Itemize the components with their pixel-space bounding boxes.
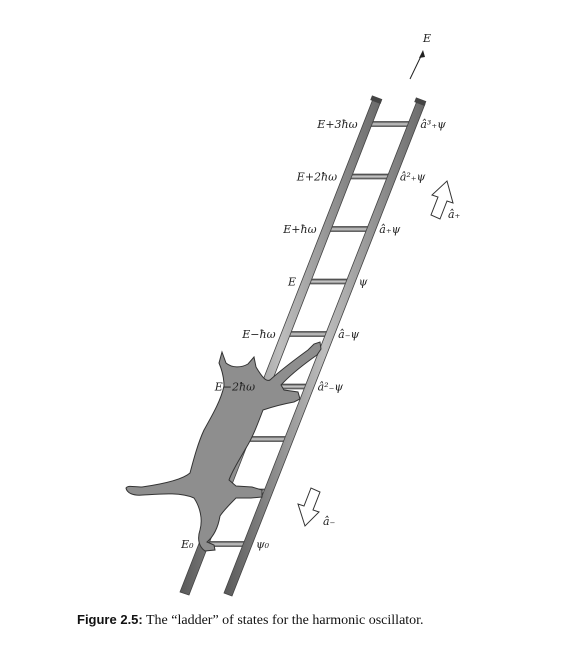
- right-rail-top-cap: [414, 97, 427, 106]
- energy-level-label: E+ħω: [282, 223, 316, 236]
- state-label: ψ: [359, 276, 368, 289]
- state-label: â³₊ψ: [420, 118, 446, 131]
- energy-axis-arrowhead: [419, 50, 425, 58]
- energy-level-label: E−2ħω: [214, 381, 255, 394]
- energy-level-label: E+3ħω: [316, 118, 357, 131]
- ladder-rung: [307, 278, 350, 285]
- raising-arrow-icon: [430, 180, 454, 220]
- state-label: â²₋ψ: [318, 381, 344, 394]
- raising-operator-label: â₊: [448, 208, 461, 221]
- lowering-arrow-icon: [297, 487, 321, 527]
- energy-axis: E: [409, 32, 431, 80]
- state-label: ψ₀: [256, 538, 270, 551]
- ladder-rung: [369, 121, 411, 127]
- energy-level-label: E: [287, 276, 296, 289]
- state-label: â₊ψ: [379, 223, 400, 236]
- energy-level-label: E₀: [180, 538, 194, 551]
- ladder-rung: [348, 173, 391, 180]
- ladder-rung: [287, 331, 329, 337]
- state-label: â²₊ψ: [400, 171, 426, 184]
- energy-level-label: E+2ħω: [296, 171, 337, 184]
- energy-axis-label: E: [422, 32, 431, 45]
- ladder-rung: [328, 226, 370, 232]
- figure-number: Figure 2.5:: [77, 612, 143, 627]
- ladder-rung: [246, 436, 288, 442]
- lowering-operator-label: â₋: [323, 515, 336, 528]
- ladder-rungs: [205, 121, 411, 547]
- energy-level-label: E−ħω: [241, 328, 275, 341]
- left-rail-top-cap: [370, 95, 383, 104]
- figure-caption: Figure 2.5: The “ladder” of states for t…: [77, 612, 557, 629]
- raising-operator-group: â₊: [430, 180, 461, 221]
- caption-text: The “ladder” of states for the harmonic …: [146, 613, 424, 628]
- energy-axis-arrow: [409, 53, 423, 80]
- cat-silhouette: [125, 341, 322, 552]
- state-label: â₋ψ: [338, 328, 359, 341]
- lowering-operator-group: â₋: [297, 487, 336, 528]
